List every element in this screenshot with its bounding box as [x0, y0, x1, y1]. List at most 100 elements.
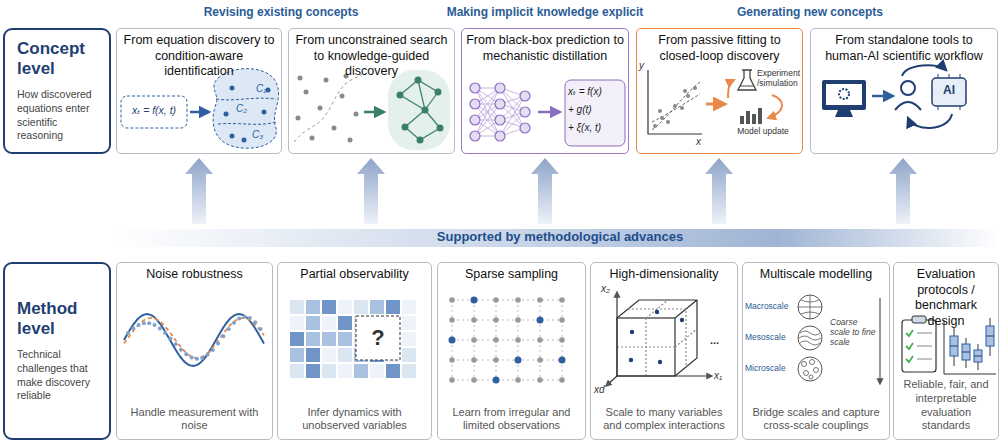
network-illustration [495, 131, 505, 141]
cube-illustration [617, 300, 697, 376]
network-illustration [495, 99, 505, 109]
closed-loop-illustration [666, 120, 670, 124]
network-illustration [470, 83, 530, 141]
partial-illustration [356, 316, 400, 360]
panel-title: Multiscale modelling [747, 267, 885, 283]
noise-illustration [190, 355, 194, 359]
panel-title: From black-box prediction to mechanistic… [466, 33, 624, 64]
up-arrow [357, 158, 385, 224]
condition-illustration [262, 110, 267, 115]
condition-illustration [121, 96, 187, 128]
condition-illustration [190, 111, 209, 114]
sparse-illustration [515, 317, 521, 323]
axis-label: y [639, 60, 649, 72]
search-illustration [294, 70, 450, 150]
scale-label: Macroscale [745, 302, 797, 312]
up-arrow [185, 158, 213, 224]
search-illustration [400, 80, 440, 140]
workflow-illustration [960, 106, 961, 110]
level-box: Concept levelHow discovered equations en… [3, 28, 111, 154]
network-illustration [520, 123, 530, 133]
evaluation-illustration [917, 346, 932, 347]
network-illustration [495, 115, 505, 125]
sparse-illustration [559, 357, 566, 364]
cube-illustration [617, 300, 697, 376]
partial-illustration [306, 316, 320, 330]
search-illustration [296, 116, 301, 121]
closed-loop-illustration [680, 106, 684, 110]
closed-loop-illustration [758, 108, 762, 124]
noise-illustration [248, 316, 252, 320]
closed-loop-illustration [693, 86, 697, 90]
sparse-illustration [493, 337, 499, 343]
panel-title: From equation discovery to condition-awa… [121, 33, 277, 80]
panel-title: High-dimensionality [595, 267, 733, 283]
workflow-illustration [938, 106, 939, 110]
workflow-illustration [872, 95, 893, 98]
panel-title: Noise robustness [121, 267, 268, 283]
section-header: Generating new concepts [700, 6, 920, 20]
noise-illustration [147, 321, 151, 325]
noise-illustration [243, 315, 247, 319]
partial-illustration [354, 300, 368, 314]
search-illustration [340, 94, 345, 99]
partial-illustration [306, 348, 320, 362]
axis-label: x [696, 136, 706, 148]
partial-illustration [354, 364, 368, 378]
sparse-illustration [537, 317, 544, 324]
evaluation-illustration [950, 346, 958, 347]
sparse-illustration [471, 337, 477, 343]
workflow-illustration [826, 84, 862, 105]
sparse-illustration [493, 297, 499, 303]
search-illustration [294, 74, 362, 142]
search-illustration [304, 90, 309, 95]
partial-illustration [322, 316, 336, 330]
panel-caption: Learn from irregular and limited observa… [442, 406, 581, 434]
ai-label: AI [932, 84, 966, 98]
evaluation-illustration [906, 330, 913, 362]
search-illustration [405, 110, 425, 127]
closed-loop-illustration [653, 86, 697, 128]
closed-loop-illustration [652, 82, 700, 130]
search-illustration [400, 95, 425, 110]
sparse-illustration [515, 337, 521, 343]
cluster-label: C₃ [252, 129, 268, 141]
sparse-illustration [559, 317, 565, 323]
evaluation-illustration [962, 352, 970, 353]
search-illustration [364, 111, 384, 114]
search-illustration [437, 125, 444, 132]
scale-label: Mesoscale [745, 333, 797, 343]
workflow-illustration [902, 65, 946, 76]
sparse-illustration [493, 357, 499, 363]
closed-loop-illustration [740, 86, 754, 87]
ellipsis: ... [710, 334, 730, 347]
network-illustration [475, 88, 500, 136]
search-illustration [354, 112, 359, 117]
noise-illustration [131, 326, 135, 330]
noise-illustration [168, 337, 172, 341]
noise-illustration [153, 323, 157, 327]
sparse-illustration [449, 297, 455, 303]
partial-illustration [290, 300, 416, 378]
condition-illustration [213, 69, 279, 149]
sparse-illustration [515, 297, 521, 303]
panel-caption: How discovered equations enter scientifi… [17, 88, 101, 143]
network-illustration [475, 88, 500, 136]
closed-loop-illustration [746, 111, 750, 124]
panel-caption: Handle measurement with noise [121, 406, 268, 434]
closed-loop-illustration [652, 94, 700, 122]
sparse-illustration [449, 297, 566, 384]
partial-illustration [322, 364, 336, 378]
partial-illustration [290, 332, 304, 346]
partial-illustration [402, 316, 416, 330]
partial-illustration [402, 348, 416, 362]
sparse-illustration [452, 300, 562, 301]
noise-illustration [227, 327, 231, 331]
multiscale-illustration [814, 368, 819, 373]
evaluation-illustration [944, 320, 996, 374]
panel-caption: Infer dynamics with unobserved variables [282, 406, 427, 434]
noise-illustration [124, 314, 264, 366]
partial-illustration [322, 348, 336, 362]
cube-illustration [680, 318, 684, 322]
search-illustration [435, 89, 442, 96]
